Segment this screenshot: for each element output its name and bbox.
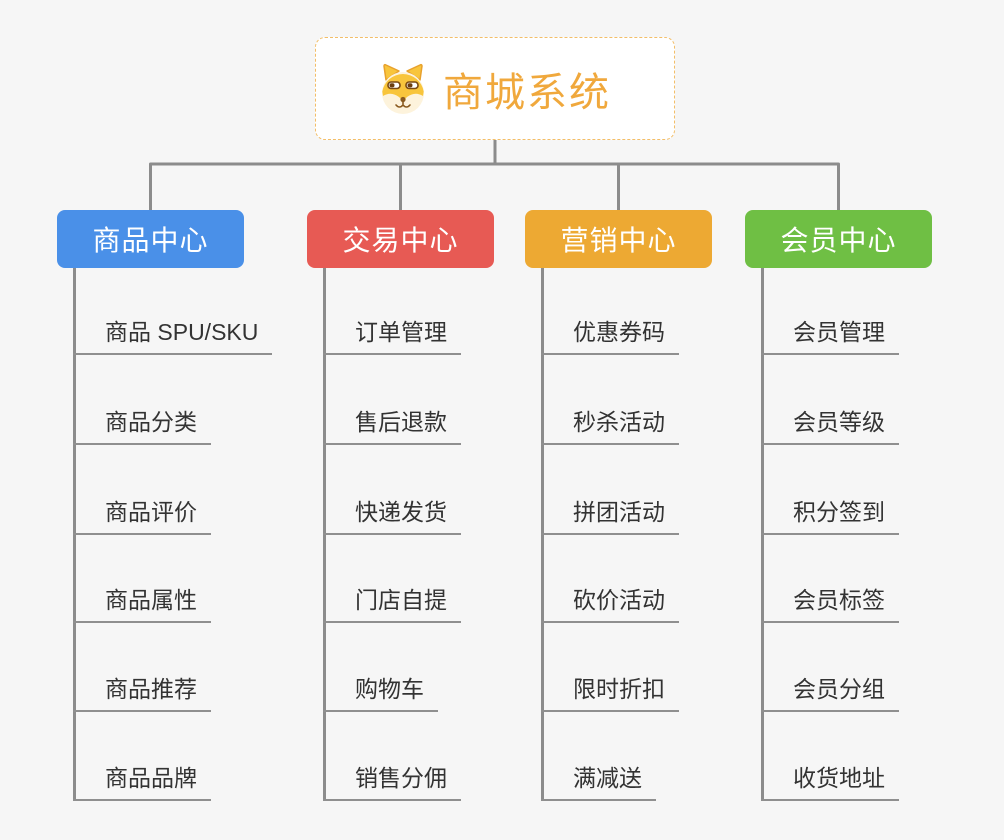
leaf-item[interactable]: 订单管理: [323, 311, 461, 355]
root-node[interactable]: 商城系统: [315, 37, 675, 140]
leaf-item[interactable]: 商品 SPU/SKU: [73, 311, 273, 355]
leaf-item[interactable]: 门店自提: [323, 579, 461, 623]
leaf-item[interactable]: 商品分类: [73, 401, 211, 445]
leaf-item[interactable]: 会员分组: [761, 668, 899, 712]
dog-face-icon: [382, 63, 424, 114]
leaf-item[interactable]: 限时折扣: [541, 668, 679, 712]
branch-header-1[interactable]: 商品中心: [57, 210, 244, 268]
leaf-item[interactable]: 会员管理: [761, 311, 899, 355]
leaf-item[interactable]: 商品品牌: [73, 757, 211, 801]
leaf-item[interactable]: 快递发货: [323, 491, 461, 535]
leaf-item[interactable]: 满减送: [541, 757, 656, 801]
leaf-item[interactable]: 会员标签: [761, 579, 899, 623]
leaf-item[interactable]: 秒杀活动: [541, 401, 679, 445]
branch-header-3[interactable]: 营销中心: [525, 210, 712, 268]
branch-header-4[interactable]: 会员中心: [745, 210, 932, 268]
leaf-item[interactable]: 积分签到: [761, 491, 899, 535]
leaf-item[interactable]: 商品属性: [73, 579, 211, 623]
leaf-item[interactable]: 商品评价: [73, 491, 211, 535]
branch-header-2[interactable]: 交易中心: [307, 210, 494, 268]
root-title: 商城系统: [443, 70, 611, 115]
leaf-item[interactable]: 砍价活动: [541, 579, 679, 623]
leaf-item[interactable]: 拼团活动: [541, 491, 679, 535]
leaf-item[interactable]: 售后退款: [323, 401, 461, 445]
leaf-item[interactable]: 收货地址: [761, 757, 899, 801]
leaf-item[interactable]: 销售分佣: [323, 757, 461, 801]
leaf-item[interactable]: 优惠券码: [541, 311, 679, 355]
leaf-item[interactable]: 会员等级: [761, 401, 899, 445]
leaf-item[interactable]: 购物车: [323, 668, 438, 712]
leaf-item[interactable]: 商品推荐: [73, 668, 211, 712]
